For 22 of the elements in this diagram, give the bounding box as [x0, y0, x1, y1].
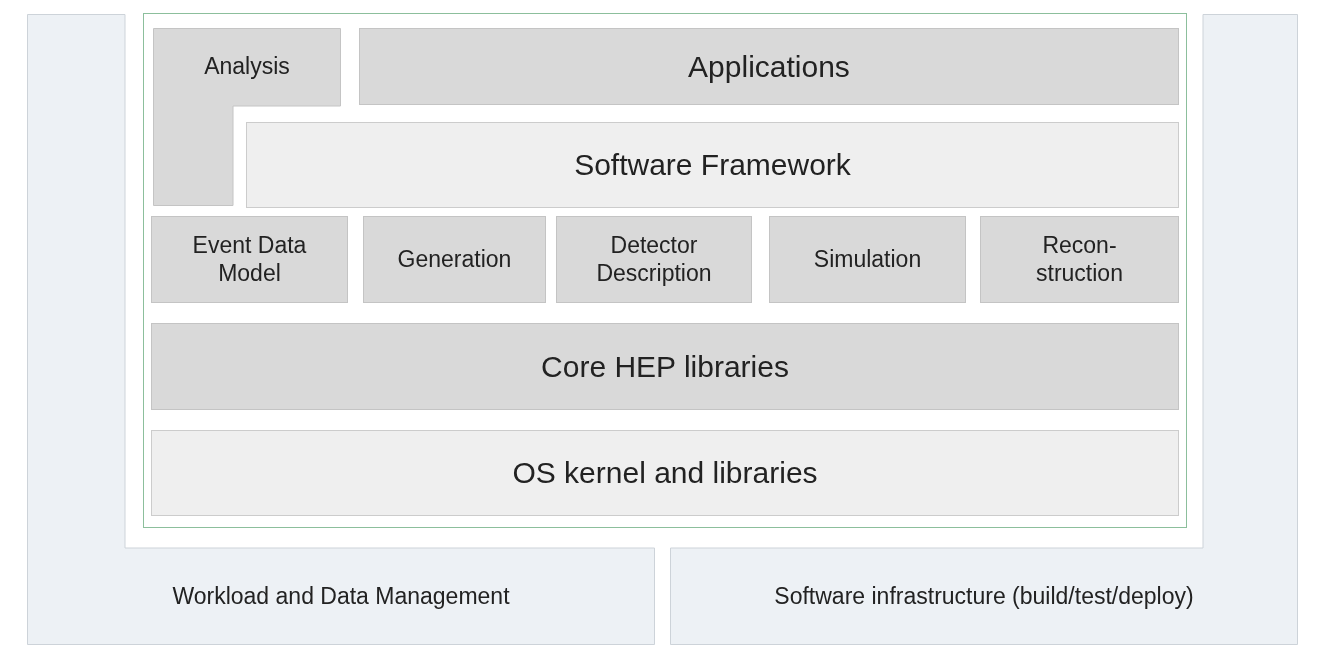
layer-label: Software infrastructure (build/test/deploy) — [774, 582, 1194, 611]
frame-border — [143, 13, 1187, 528]
layer-label: Workload and Data Management — [172, 582, 510, 611]
layer-label: Event Data Model — [191, 231, 308, 288]
layer-box — [359, 28, 1179, 105]
layer-box — [151, 430, 1179, 516]
layer-box — [363, 216, 546, 303]
layer-box — [246, 122, 1179, 208]
layer-box — [980, 216, 1179, 303]
layer-label: Detector Description — [595, 231, 713, 288]
layer-box — [151, 323, 1179, 410]
layer-label: Core HEP libraries — [541, 348, 789, 385]
layer-label: OS kernel and libraries — [512, 455, 818, 491]
layer-label: Software Framework — [574, 147, 851, 183]
layer-box — [769, 216, 966, 303]
layer-label: Applications — [688, 48, 850, 85]
layer-box — [556, 216, 752, 303]
layer-label: Recon- struction — [1035, 231, 1124, 288]
layer-label: Analysis — [204, 53, 290, 81]
layer-label: Generation — [397, 245, 512, 274]
layer-label: Simulation — [813, 245, 922, 274]
layer-box — [151, 216, 348, 303]
